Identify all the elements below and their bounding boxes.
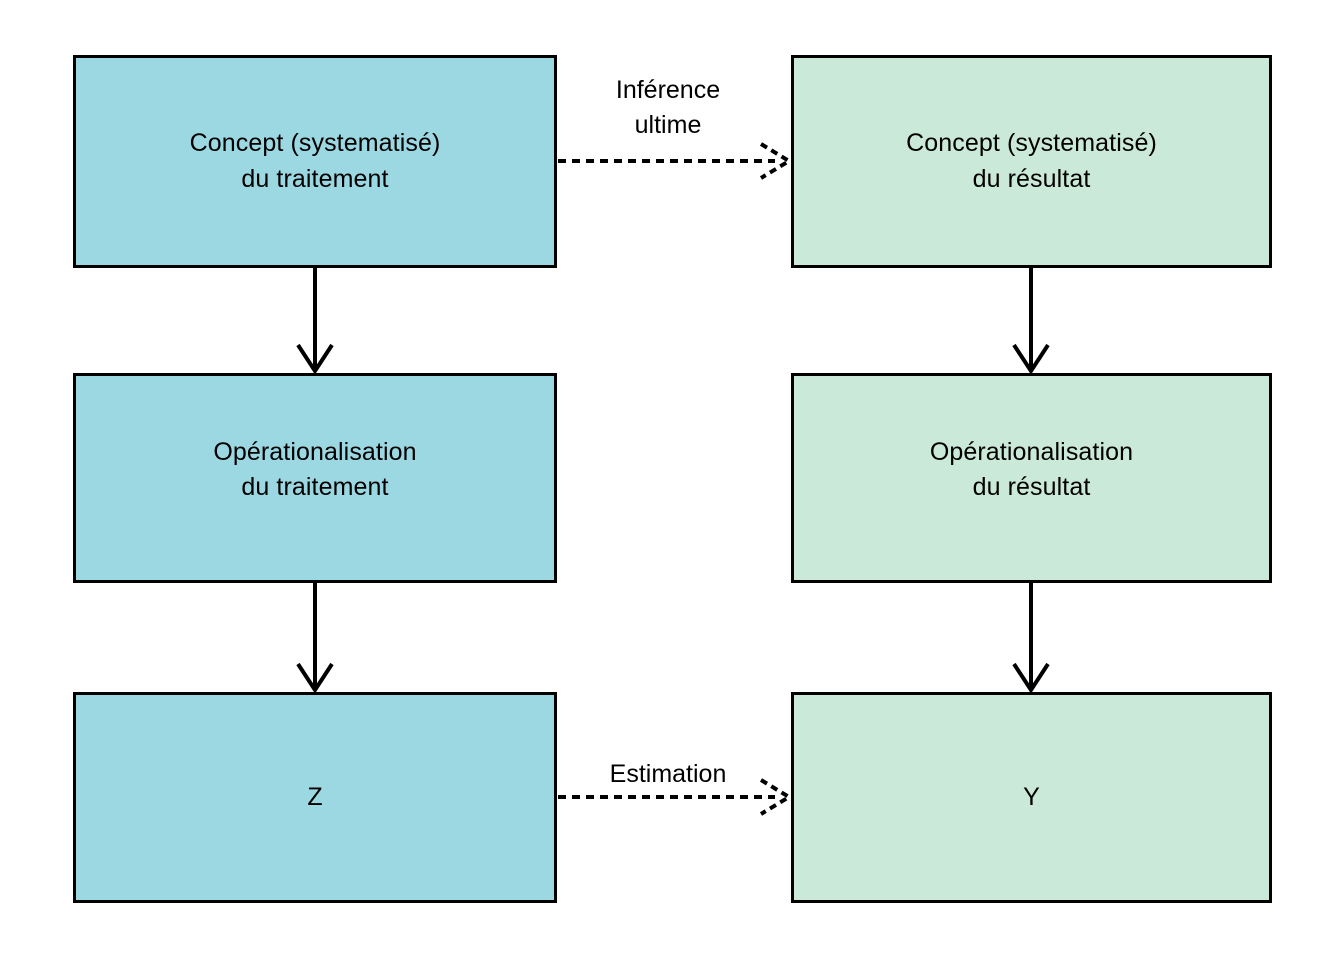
edge-label-inference-ultime: Inférence ultime bbox=[615, 76, 721, 139]
node-variable-z-label: Z bbox=[307, 782, 323, 811]
node-operationalisation-outcome-label: Opérationalisation du résultat bbox=[929, 437, 1134, 502]
node-operationalisation-treatment[interactable]: Opérationalisation du traitement bbox=[73, 373, 557, 583]
edge-outcome-operationalisation-to-y bbox=[1012, 583, 1050, 694]
edge-treatment-concept-to-operationalisation bbox=[296, 268, 334, 375]
node-concept-treatment[interactable]: Concept (systematisé) du traitement bbox=[73, 55, 557, 268]
edge-outcome-concept-to-operationalisation bbox=[1012, 268, 1050, 375]
node-concept-outcome-label: Concept (systematisé) du résultat bbox=[906, 129, 1157, 193]
node-operationalisation-outcome[interactable]: Opérationalisation du résultat bbox=[791, 373, 1272, 583]
edge-inference-ultime bbox=[558, 142, 793, 180]
node-variable-z[interactable]: Z bbox=[73, 692, 557, 903]
edge-treatment-operationalisation-to-z bbox=[296, 583, 334, 694]
node-operationalisation-treatment-label: Opérationalisation du traitement bbox=[213, 437, 417, 502]
node-variable-y[interactable]: Y bbox=[791, 692, 1272, 903]
node-concept-outcome[interactable]: Concept (systematisé) du résultat bbox=[791, 55, 1272, 268]
edge-label-estimation: Estimation bbox=[609, 760, 727, 788]
node-concept-treatment-label: Concept (systematisé) du traitement bbox=[189, 129, 441, 193]
node-variable-y-label: Y bbox=[1023, 782, 1040, 811]
